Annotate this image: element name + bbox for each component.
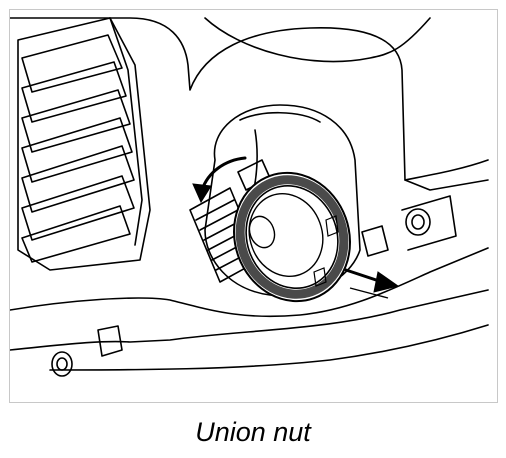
mounting-boss-right	[405, 208, 431, 236]
housing-right-edge	[404, 179, 489, 191]
fitting-bore	[248, 215, 276, 249]
grille-slats	[21, 34, 135, 263]
rotation-arrow-icon	[192, 156, 247, 204]
port-boss	[204, 104, 361, 297]
base-contour	[10, 247, 489, 318]
base-lower-edge	[10, 289, 489, 351]
union-nut-illustration	[10, 17, 489, 377]
mounting-boss-left	[51, 351, 73, 377]
mounting-slot-left	[97, 325, 123, 357]
grille-inner-edge	[109, 17, 143, 246]
pull-direction-arrow-icon	[344, 268, 400, 299]
union-nut	[233, 171, 351, 303]
illustration-frame	[9, 9, 498, 403]
housing-outline	[10, 17, 489, 181]
mounting-slot-right	[361, 225, 389, 257]
union-nut-band	[235, 175, 349, 299]
housing-top-edge	[204, 17, 431, 63]
grille-panel-outline	[17, 17, 151, 271]
figure-caption: Union nut	[195, 417, 311, 447]
base-front-edge	[49, 324, 489, 371]
